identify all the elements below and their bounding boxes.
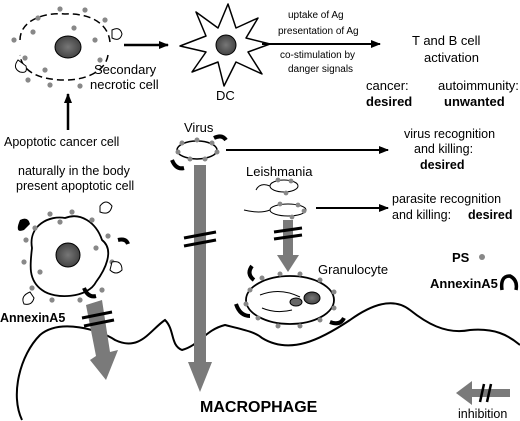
virus-label: Virus [184,120,214,135]
autoimmunity-label: autoimmunity: [438,78,519,93]
virus-killing-1: virus recognition [404,127,495,141]
legend-annexin-icon [499,274,519,291]
ag-text-3: co-stimulation by [280,50,355,61]
macrophage-label: MACROPHAGE [200,399,318,416]
natural-apoptotic-label-2: present apoptotic cell [16,179,134,193]
tb-activation-2: activation [424,50,479,65]
secondary-necrotic-label-2: necrotic cell [90,77,159,92]
leishmania-label: Leishmania [246,164,313,179]
parasite-killing-value: desired [468,208,512,222]
ag-text-1: uptake of Ag [288,10,344,21]
virus-killing-value: desired [420,158,464,172]
parasite-killing-2: and killing: [392,208,451,222]
legend-ps-label: PS [452,250,470,265]
granulocyte-label: Granulocyte [318,262,388,277]
autoimmunity-value: unwanted [444,94,505,109]
legend-ps-dot [479,254,485,260]
cancer-value: desired [366,94,412,109]
macrophage-membrane [15,302,520,421]
arrow-leishmania-to-granulocyte [273,220,303,272]
dc-label: DC [216,88,235,103]
apoptotic-cell [17,201,130,305]
secondary-necrotic-cell [11,6,123,89]
arrow-apoptotic-to-macrophage [81,300,118,380]
ag-text-2: presentation of Ag [278,26,359,37]
virus [170,134,228,171]
dendritic-cell [179,3,271,87]
leishmania-parasites [243,177,307,220]
legend-annexin-label: AnnexinA5 [430,276,498,291]
secondary-necrotic-label-1: Secondary [94,62,157,77]
apoptotic-cancer-cell-label: Apoptotic cancer cell [4,135,119,149]
legend: PS AnnexinA5 [430,250,519,291]
virus-killing-2: and killing: [414,142,473,156]
cancer-label: cancer: [366,78,409,93]
inhibition-label: inhibition [458,407,507,421]
granulocyte [234,264,346,329]
inhibition-symbol [456,381,510,405]
tb-activation-1: T and B cell [412,33,481,48]
annexin-left-label: AnnexinA5 [0,311,65,325]
natural-apoptotic-label-1: naturally in the body [18,164,131,178]
parasite-killing-1: parasite recognition [392,192,501,206]
arrow-virus-to-macrophage [183,165,217,392]
ag-text-4: danger signals [288,64,353,75]
